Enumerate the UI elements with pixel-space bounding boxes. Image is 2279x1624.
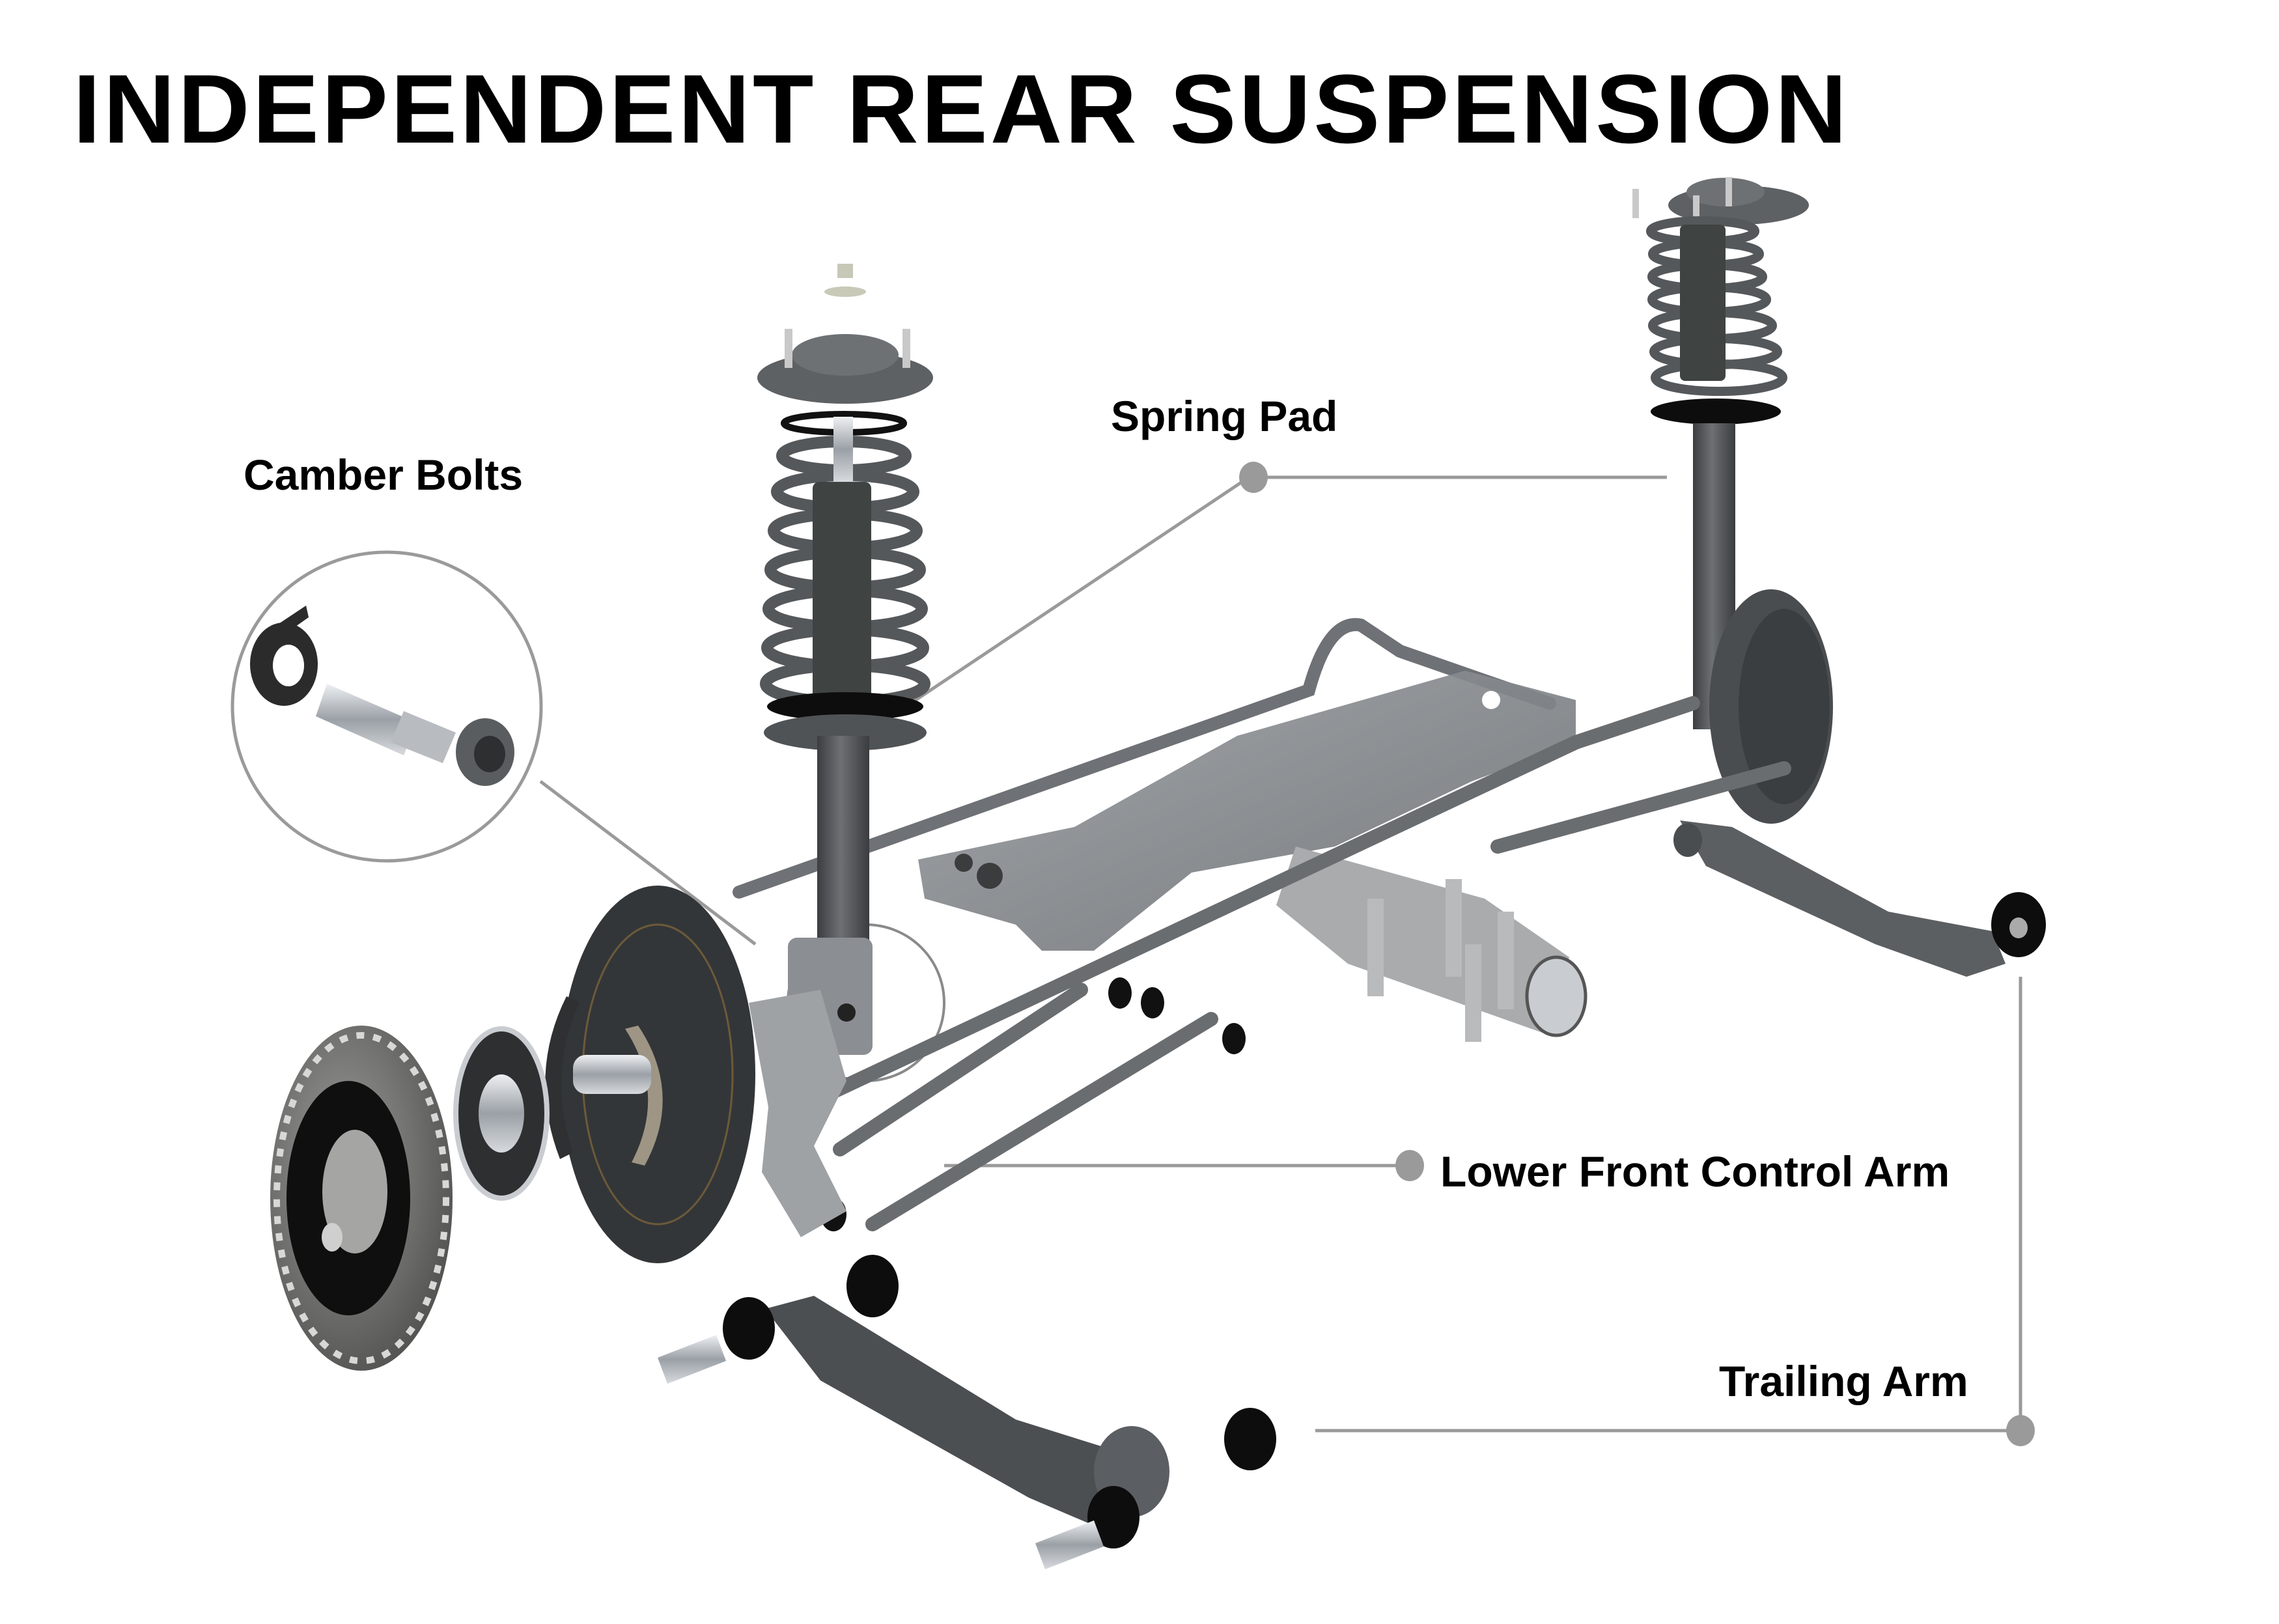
label-camber-bolts: Camber Bolts (244, 451, 524, 499)
left-spring-pad (767, 692, 923, 721)
lateral-links (794, 696, 1791, 1231)
dot-lower-front-control-arm (1395, 1150, 1424, 1181)
label-spring-pad: Spring Pad (1111, 392, 1338, 440)
parking-brake-shoe (545, 996, 580, 1159)
right-trailing-arm (1680, 820, 2006, 977)
camber-washer-icon (250, 606, 318, 706)
callout-dots (1239, 462, 2035, 1446)
inset-circle (231, 550, 543, 863)
trailing-arm-bushings (723, 1255, 1276, 1548)
label-lower-front-control-arm: Lower Front Control Arm (1440, 1147, 1950, 1196)
left-brake-assembly (270, 886, 755, 1371)
label-trailing-arm: Trailing Arm (1719, 1357, 1968, 1405)
left-strut-assembly (757, 264, 933, 1065)
differential-carrier (1276, 847, 1587, 1042)
right-spring-pad (1651, 399, 1781, 425)
diagram-title: INDEPENDENT REAR SUSPENSION (73, 54, 1850, 163)
rear-knuckle (749, 990, 846, 1237)
leader-spring-pad-diagonal (896, 475, 1250, 714)
rear-subframe (918, 671, 1576, 951)
dot-spring-pad (1239, 462, 1268, 493)
camber-bolt-icon (316, 684, 514, 786)
leader-camber-bolts (539, 780, 757, 945)
lower-front-control-arm (865, 1012, 1218, 1231)
right-strut-assembly (1632, 177, 1833, 824)
leader-lines (539, 475, 2022, 1433)
trailing-arm-sleeves (658, 1335, 1104, 1569)
stabilizer-bar (733, 618, 1556, 899)
dot-trailing-arm (2006, 1415, 2035, 1446)
